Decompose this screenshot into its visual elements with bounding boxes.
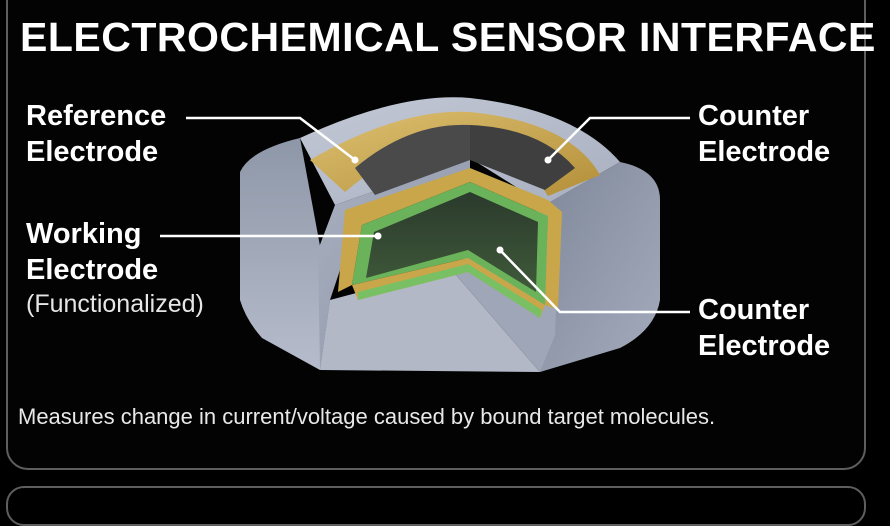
leader-dot-reference bbox=[352, 157, 359, 164]
label-working-line2: Electrode bbox=[26, 254, 158, 286]
label-counter-electrode-top: Counter Electrode bbox=[698, 98, 830, 170]
label-counter-top-line1: Counter bbox=[698, 100, 809, 132]
label-reference-electrode: Reference Electrode bbox=[26, 98, 166, 170]
label-working-note: (Functionalized) bbox=[26, 288, 204, 320]
leader-dot-counter-top bbox=[545, 157, 552, 164]
leader-dot-working bbox=[375, 233, 382, 240]
sensor-body-left bbox=[240, 138, 330, 370]
caption: Measures change in current/voltage cause… bbox=[18, 404, 868, 430]
label-reference-line2: Electrode bbox=[26, 136, 158, 168]
leader-dot-counter-bottom bbox=[497, 247, 504, 254]
label-counter-top-line2: Electrode bbox=[698, 136, 830, 168]
label-counter-bottom-line2: Electrode bbox=[698, 330, 830, 362]
label-reference-line1: Reference bbox=[26, 100, 166, 132]
label-working-line1: Working bbox=[26, 218, 141, 250]
label-working-electrode: Working Electrode (Functionalized) bbox=[26, 216, 204, 320]
label-counter-bottom-line1: Counter bbox=[698, 294, 809, 326]
label-counter-electrode-bottom: Counter Electrode bbox=[698, 292, 830, 364]
